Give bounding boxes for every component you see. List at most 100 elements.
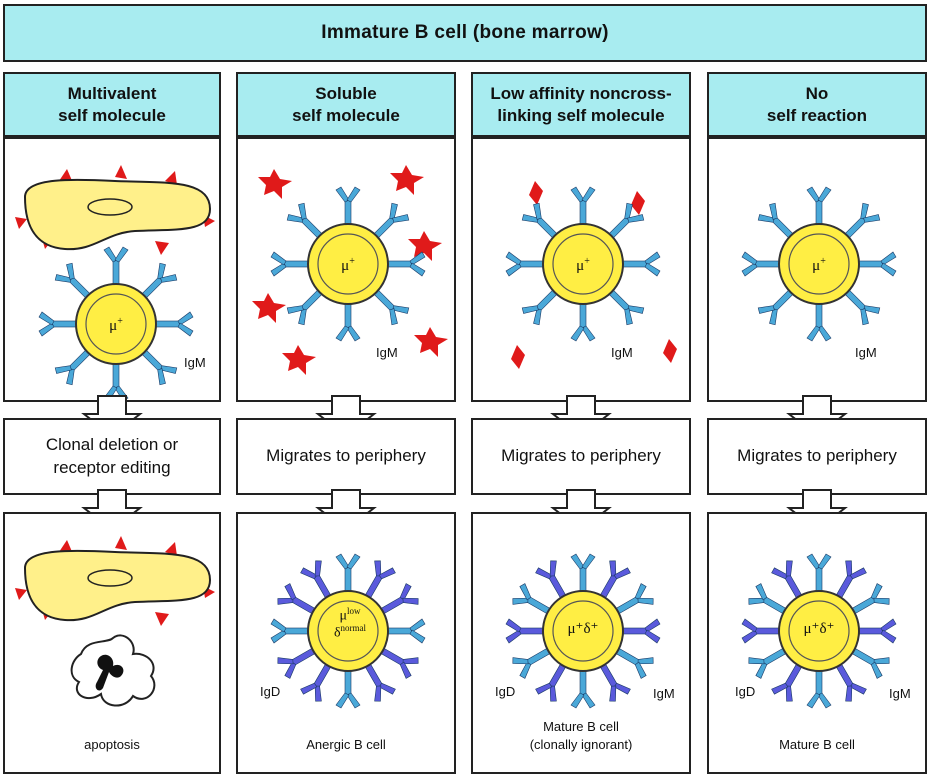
igd-receptor bbox=[378, 646, 419, 679]
mature-b-cell bbox=[505, 553, 661, 709]
b-cell-inner bbox=[85, 293, 147, 355]
outcome-label: apoptosis bbox=[84, 737, 140, 752]
mature-b-cell bbox=[741, 553, 897, 709]
immature-b-cell: μ+ bbox=[741, 186, 897, 342]
igm-receptor bbox=[806, 668, 832, 709]
top-panel-no-self-reaction: μ+ IgM bbox=[707, 137, 927, 402]
igd-receptor bbox=[535, 560, 568, 601]
igm-receptor bbox=[38, 311, 79, 337]
igd-receptor bbox=[834, 661, 867, 702]
stromal-nucleus bbox=[87, 198, 133, 216]
outcome-text: Migrates to periphery bbox=[501, 446, 661, 466]
cell-marker-label: μ+ bbox=[812, 256, 826, 274]
igd-label: IgD bbox=[260, 684, 281, 699]
igm-receptor bbox=[505, 251, 546, 277]
igm-receptor bbox=[806, 301, 832, 342]
stromal-cell-with-antigen bbox=[15, 165, 215, 255]
cell-marker-label: μ+ bbox=[109, 316, 123, 334]
igm-receptor bbox=[757, 202, 795, 240]
mature-cell-label: μ⁺δ⁺ bbox=[567, 621, 599, 637]
igm-receptor bbox=[335, 301, 361, 342]
igd-receptor bbox=[598, 560, 631, 601]
igm-receptor bbox=[613, 583, 654, 616]
cell-marker-label: μ+ bbox=[341, 256, 355, 274]
soluble-antigens bbox=[252, 165, 448, 375]
antigen-spike bbox=[165, 171, 177, 185]
igm-label: IgM bbox=[855, 345, 877, 360]
igm-receptor bbox=[286, 202, 324, 240]
column-header-line: Soluble bbox=[315, 84, 377, 104]
igd-receptor bbox=[771, 661, 804, 702]
outcome-text: receptor editing bbox=[53, 457, 171, 477]
igm-label: IgM bbox=[184, 355, 206, 370]
antigen-diamond bbox=[511, 345, 525, 369]
stromal-nucleus bbox=[87, 569, 133, 587]
outcome-box-soluble: Migrates to periphery bbox=[236, 418, 456, 495]
igm-receptor bbox=[856, 251, 897, 277]
column-header-line: Low affinity noncross- bbox=[490, 84, 672, 104]
antigen-diamond bbox=[529, 181, 543, 205]
igm-receptor bbox=[570, 553, 596, 594]
igd-receptor bbox=[363, 560, 396, 601]
soluble-antigen-star bbox=[258, 169, 292, 199]
igm-receptor bbox=[54, 348, 92, 386]
antigen-diamond bbox=[663, 339, 677, 363]
igm-receptor bbox=[335, 668, 361, 709]
stromal-cell-with-antigen bbox=[15, 536, 215, 626]
igm-receptor bbox=[748, 646, 789, 679]
igd-receptor bbox=[378, 583, 419, 616]
igm-receptor bbox=[570, 186, 596, 227]
b-cell-inner bbox=[552, 233, 614, 295]
igd-label: IgD bbox=[735, 684, 756, 699]
igm-receptor bbox=[806, 186, 832, 227]
igd-label: IgD bbox=[495, 684, 516, 699]
soluble-antigen-star bbox=[252, 293, 286, 323]
igm-receptor bbox=[153, 311, 194, 337]
igm-receptor bbox=[748, 583, 789, 616]
igm-receptor bbox=[385, 251, 426, 277]
outcome-box-no-self-reaction: Migrates to periphery bbox=[707, 418, 927, 495]
column-header-line: No bbox=[805, 84, 829, 104]
antigen-spike bbox=[15, 217, 27, 229]
igd-receptor bbox=[300, 661, 333, 702]
outcome-text: Migrates to periphery bbox=[737, 446, 897, 466]
igm-receptor bbox=[54, 262, 92, 300]
cell-marker-label: μ+ bbox=[576, 256, 590, 274]
immature-b-cell: μ+ bbox=[38, 246, 194, 402]
antigen-spike bbox=[155, 241, 169, 255]
igd-receptor bbox=[856, 618, 897, 644]
antigen-diamond bbox=[631, 191, 645, 215]
igd-receptor bbox=[300, 560, 333, 601]
outcome-text: Clonal deletion or bbox=[45, 435, 179, 455]
column-header-line: Multivalent bbox=[67, 84, 157, 104]
bottom-panel-low-affinity: μ⁺δ⁺ IgD IgM Mature B cell(clonally igno… bbox=[471, 512, 691, 774]
igd-receptor bbox=[505, 618, 546, 644]
diagram-title: Immature B cell (bone marrow) bbox=[3, 4, 927, 62]
igm-receptor bbox=[613, 646, 654, 679]
igd-receptor bbox=[741, 618, 782, 644]
outcome-box-low-affinity: Migrates to periphery bbox=[471, 418, 691, 495]
igm-receptor bbox=[521, 202, 559, 240]
antigen-spike bbox=[15, 588, 27, 600]
igm-receptor bbox=[385, 618, 426, 644]
antigen-spike bbox=[155, 612, 169, 626]
bottom-panel-no-self-reaction: μ⁺δ⁺ IgD IgM Mature B cell bbox=[707, 512, 927, 774]
antigen-spike bbox=[165, 542, 177, 556]
igd-receptor bbox=[277, 583, 318, 616]
soluble-antigen-star bbox=[282, 345, 316, 375]
igm-receptor bbox=[270, 618, 311, 644]
igm-receptor bbox=[570, 301, 596, 342]
igd-receptor bbox=[834, 560, 867, 601]
igd-receptor bbox=[535, 661, 568, 702]
column-header-line: self reaction bbox=[766, 105, 868, 125]
anergic-cell-label: μlow δnormal bbox=[333, 606, 367, 641]
column-header-line: self molecule bbox=[58, 105, 166, 125]
column-header-low-affinity: Low affinity noncross-linking self molec… bbox=[471, 72, 691, 137]
low-affinity-antigens bbox=[511, 181, 677, 369]
igm-label: IgM bbox=[376, 345, 398, 360]
igm-receptor bbox=[103, 246, 129, 287]
b-cell-inner bbox=[552, 600, 614, 662]
